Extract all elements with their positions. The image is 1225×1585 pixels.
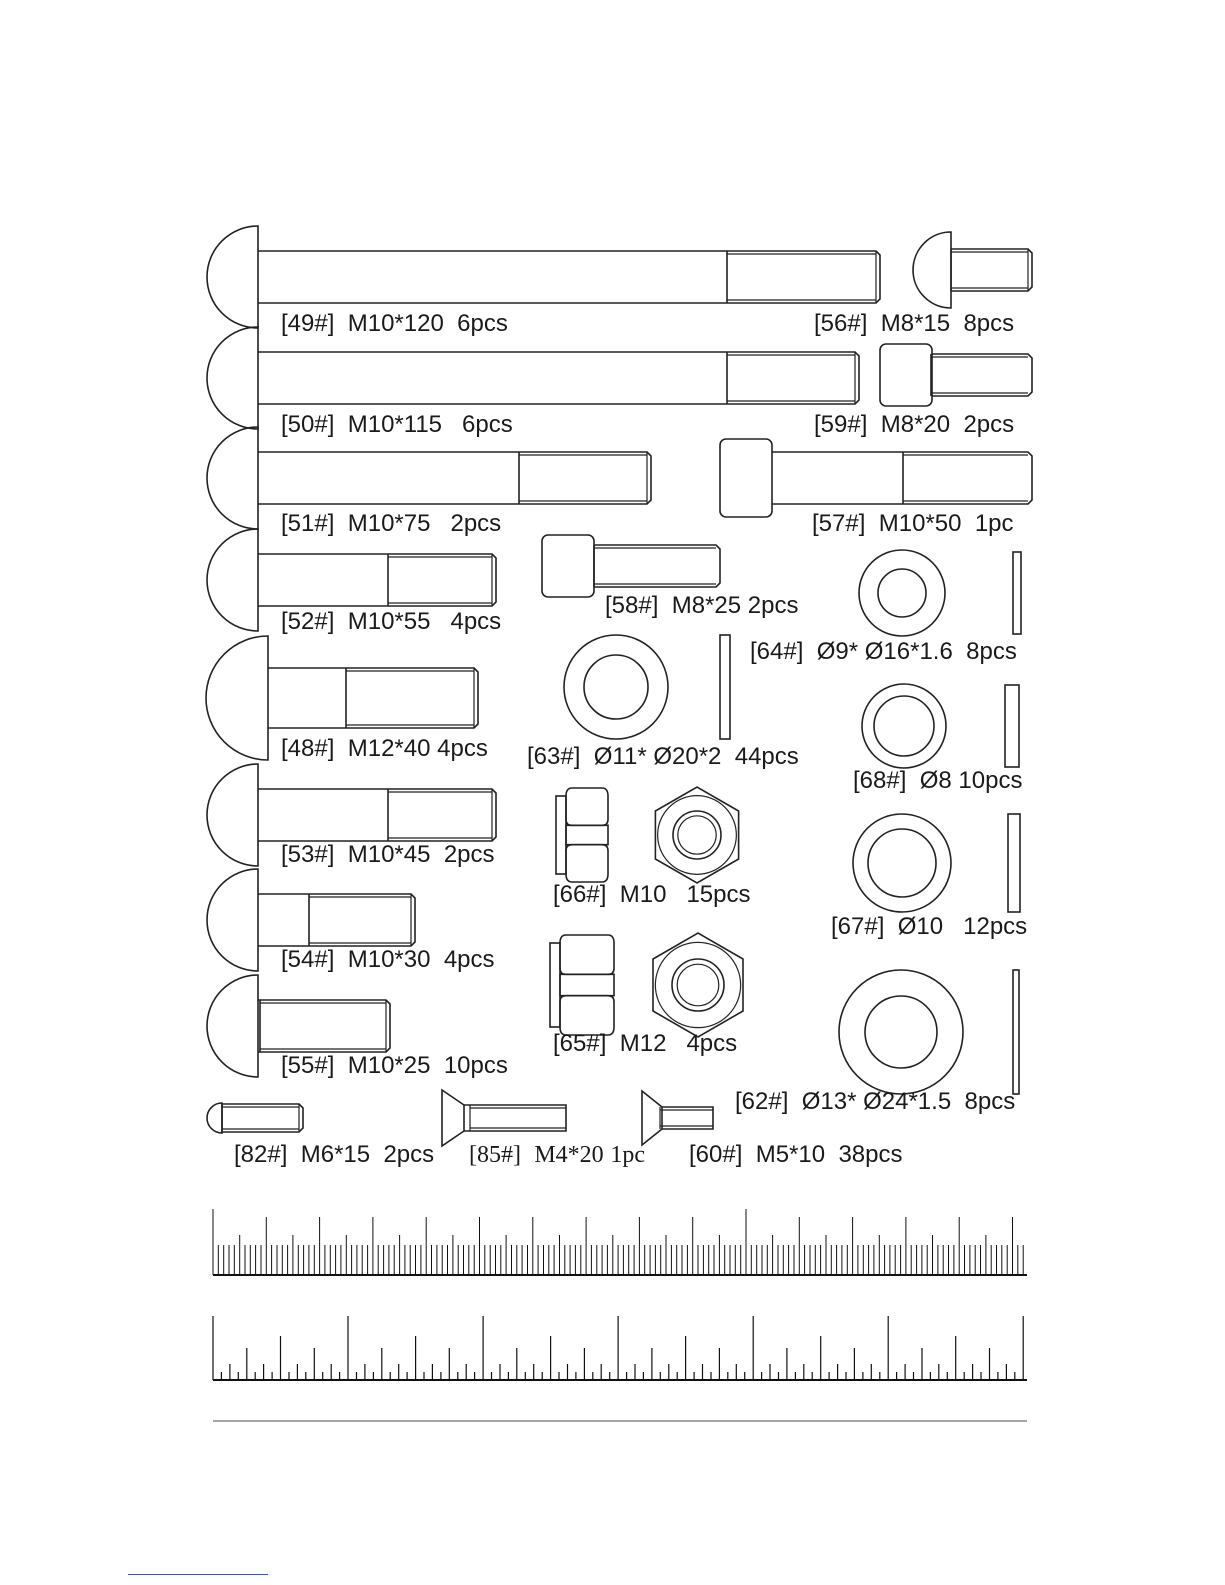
ruler-coarse	[212, 1316, 1027, 1381]
screw-85-drawing	[441, 1088, 567, 1148]
part-label-64: [64#] Ø9* Ø16*1.6 8pcs	[750, 638, 1017, 665]
part-label-66: [66#] M10 15pcs	[553, 881, 751, 908]
part-label-60: [60#] M5*10 38pcs	[689, 1141, 903, 1168]
bolt-49-drawing	[206, 225, 881, 329]
screw-57-drawing	[719, 438, 1033, 518]
part-label-63: [63#] Ø11* Ø20*2 44pcs	[527, 743, 799, 770]
nut-66-drawing	[555, 786, 740, 884]
bolt-82-drawing	[206, 1102, 304, 1134]
part-label-57: [57#] M10*50 1pc	[812, 510, 1014, 537]
screw-58-drawing	[541, 534, 721, 598]
part-label-67: [67#] Ø10 12pcs	[831, 913, 1028, 940]
nut-65-drawing	[549, 932, 744, 1038]
part-label-49: [49#] M10*120 6pcs	[281, 310, 508, 337]
part-label-55: [55#] M10*25 10pcs	[281, 1052, 508, 1079]
part-label-85: [85#] M4*20 1pc	[469, 1142, 645, 1168]
screw-60-drawing	[641, 1089, 714, 1147]
bolt-55-drawing	[206, 974, 391, 1078]
part-label-82: [82#] M6*15 2pcs	[234, 1141, 435, 1168]
part-label-52: [52#] M10*55 4pcs	[281, 608, 502, 635]
bolt-56-drawing	[912, 231, 1033, 309]
washer-63-drawing	[563, 634, 731, 740]
washer-62-drawing	[838, 969, 1020, 1095]
bolt-51-drawing	[206, 426, 652, 530]
part-label-58: [58#] M8*25 2pcs	[605, 592, 799, 619]
part-label-62: [62#] Ø13* Ø24*1.5 8pcs	[735, 1088, 1016, 1115]
washer-64-drawing	[858, 549, 1022, 637]
part-label-50: [50#] M10*115 6pcs	[281, 411, 513, 438]
ruler-fine	[212, 1209, 1027, 1276]
part-label-48: [48#] M12*40 4pcs	[281, 735, 488, 762]
footer-link-underline	[128, 1574, 268, 1575]
part-label-51: [51#] M10*75 2pcs	[281, 510, 502, 537]
washer-68-drawing	[861, 683, 1020, 769]
part-label-59: [59#] M8*20 2pcs	[814, 411, 1015, 438]
bolt-50-drawing	[206, 326, 860, 430]
part-label-65: [65#] M12 4pcs	[553, 1030, 738, 1057]
washer-67-drawing	[852, 813, 1021, 913]
bolt-54-drawing	[206, 868, 416, 972]
part-label-68: [68#] Ø8 10pcs	[853, 767, 1023, 794]
part-label-53: [53#] M10*45 2pcs	[281, 841, 495, 868]
bolt-53-drawing	[206, 763, 497, 867]
bolt-48-drawing	[205, 635, 479, 761]
part-label-54: [54#] M10*30 4pcs	[281, 946, 495, 973]
part-label-56: [56#] M8*15 8pcs	[814, 310, 1015, 337]
bolt-52-drawing	[206, 528, 497, 632]
screw-59-drawing	[879, 343, 1033, 407]
